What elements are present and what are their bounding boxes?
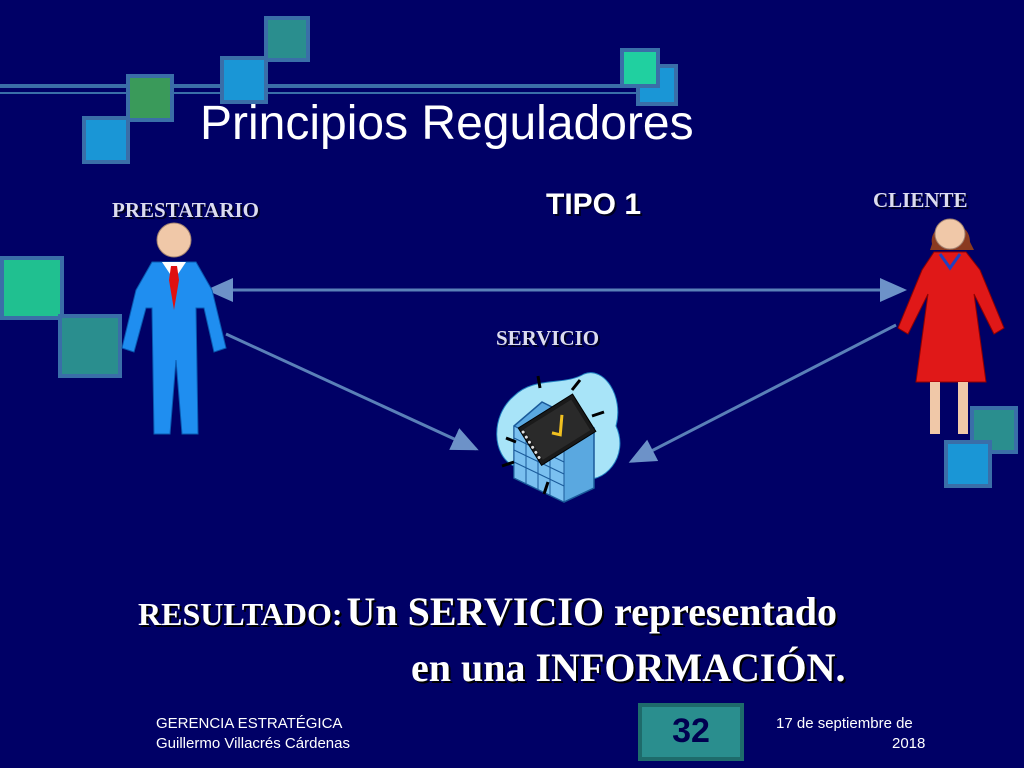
provider-label: PRESTATARIO: [112, 198, 260, 222]
result-line-1: RESULTADO: Un SERVICIO representado: [138, 588, 837, 635]
footer-author: Guillermo Villacrés Cárdenas: [156, 735, 350, 752]
slide-title: Principios Reguladores: [200, 97, 694, 150]
arrow-provider-service: [225, 332, 479, 451]
client-label: CLIENTE: [873, 188, 968, 212]
result-line-2: en una INFORMACIÓN.: [411, 645, 846, 690]
deco-square: [944, 440, 992, 488]
page-number: 32: [672, 712, 710, 750]
service-building-icon: [496, 372, 621, 503]
page-number-box: 32: [638, 703, 744, 761]
footer-course: GERENCIA ESTRATÉGICA: [156, 715, 343, 732]
footer-date-line1: 17 de septiembre de: [776, 715, 913, 732]
result-label: RESULTADO:: [138, 596, 343, 632]
deco-square: [126, 74, 174, 122]
deco-square: [620, 48, 660, 88]
businessman-icon: [121, 222, 227, 435]
deco-square: [82, 116, 130, 164]
arrow-service-client: [628, 323, 897, 463]
deco-square: [58, 314, 122, 378]
result-text-1: Un SERVICIO representado: [346, 589, 838, 634]
deco-square: [220, 56, 268, 104]
type-label: TIPO 1: [546, 188, 642, 221]
footer-date-line2: 2018: [892, 735, 926, 752]
deco-square: [264, 16, 310, 62]
businesswoman-icon: [897, 218, 1005, 434]
deco-square: [0, 256, 64, 320]
service-label: SERVICIO: [496, 326, 600, 350]
